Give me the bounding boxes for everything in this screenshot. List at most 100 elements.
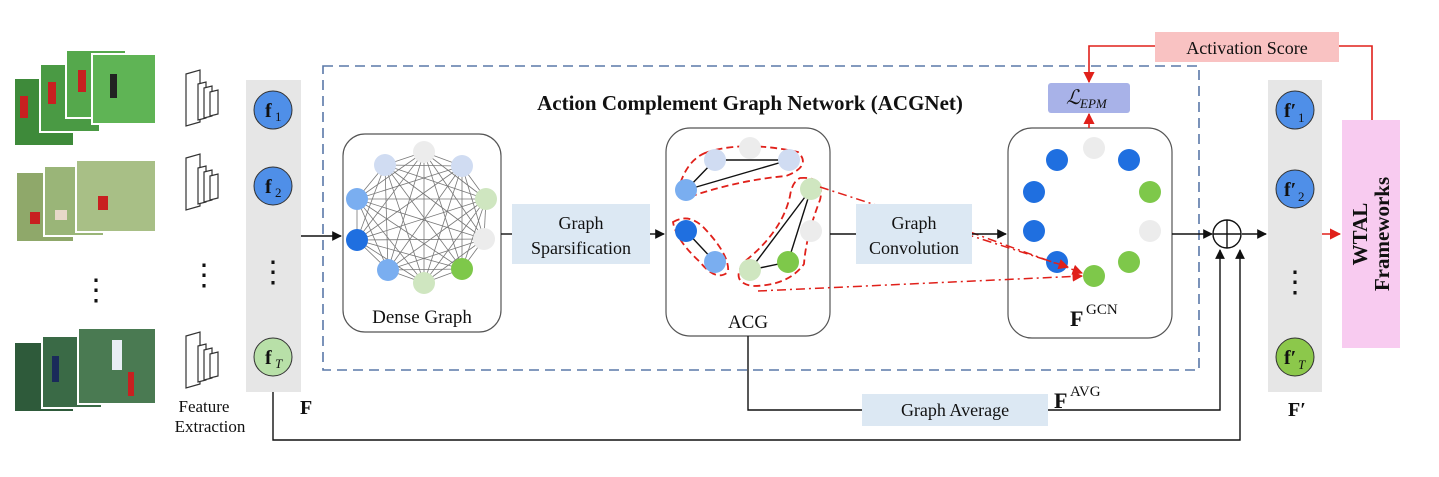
dense-edge — [461, 198, 487, 270]
epm-loss-box: ℒ EPM — [1048, 83, 1130, 113]
acg-node — [704, 149, 726, 171]
dense-graph-node — [451, 155, 473, 177]
input-feature-column: f 1 f 2 ⋮ f T — [246, 80, 301, 392]
gcn-node — [1023, 181, 1045, 203]
output-feature-node-1 — [1275, 90, 1315, 130]
input-feature-node-2 — [253, 166, 293, 206]
graph-sparsification-op: Graph Sparsification — [512, 204, 650, 264]
video-clip-1 — [13, 49, 157, 147]
acg-node — [800, 178, 822, 200]
acg-node — [675, 179, 697, 201]
dense-edge — [384, 164, 463, 270]
gcn-node — [1139, 220, 1161, 242]
acg-cluster-2 — [672, 217, 729, 277]
dense-edge — [384, 164, 487, 200]
gcn-node — [1083, 137, 1105, 159]
graph-average-op: Graph Average — [862, 394, 1048, 426]
dense-edge — [387, 165, 463, 271]
input-feature-ellipsis: ⋮ — [258, 256, 288, 289]
input-feature-T-label: f — [265, 347, 272, 369]
cnn-icon-2 — [185, 153, 219, 211]
output-feature-node-2 — [1275, 169, 1315, 209]
dense-edge — [356, 198, 485, 240]
dense-edge — [387, 268, 463, 271]
dense-edge — [423, 151, 463, 270]
loss-subscript: EPM — [1079, 96, 1108, 111]
dense-edge — [356, 198, 463, 270]
output-feature-ellipsis: ⋮ — [1280, 266, 1310, 299]
acg-panel: ACG — [665, 127, 831, 337]
favg-label: F — [1054, 388, 1067, 413]
output-feature-T-label: f′ — [1284, 347, 1296, 369]
acg-label: ACG — [728, 312, 768, 333]
gcn-node — [1139, 181, 1161, 203]
acg-node — [704, 251, 726, 273]
dense-graph-node — [475, 188, 497, 210]
gcn-node — [1046, 149, 1068, 171]
cnn-ellipsis: ⋮ — [189, 259, 219, 292]
gcn-node — [1118, 149, 1140, 171]
loss-symbol: ℒ — [1066, 87, 1081, 109]
input-feature-2-label: f — [265, 176, 272, 198]
wtal-label-line1: WTAL — [1348, 203, 1372, 266]
activation-score-label: Activation Score — [1186, 38, 1307, 58]
dense-edge — [356, 165, 463, 241]
acg-cluster-1 — [676, 145, 804, 199]
output-feature-column: f′ 1 f′ 2 ⋮ f′ T — [1268, 80, 1322, 392]
dense-edge — [384, 164, 485, 240]
cnn-icons: ⋮ — [185, 69, 219, 389]
dense-graph-node — [413, 141, 435, 163]
dense-graph-node — [413, 272, 435, 294]
dense-graph-panel: Dense Graph — [342, 133, 502, 333]
input-feature-node-1 — [253, 90, 293, 130]
graph-sparsification-line1: Graph — [559, 213, 604, 233]
dense-edge — [423, 198, 487, 284]
dense-edge — [356, 164, 386, 241]
gcn-flow-arrows — [757, 186, 1084, 292]
dense-edge — [356, 198, 425, 284]
dense-edge — [423, 165, 463, 284]
red-connectors — [1083, 45, 1373, 240]
fgcn-panel: F GCN — [1007, 127, 1173, 339]
gcn-node — [1083, 265, 1105, 287]
dense-edge — [423, 151, 485, 240]
favg-label-sup: AVG — [1070, 384, 1101, 400]
fgcn-label-sup: GCN — [1086, 302, 1118, 318]
dense-edge — [384, 164, 425, 284]
dense-graph-node — [346, 229, 368, 251]
fgcn-label: F — [1070, 306, 1083, 331]
gcn-node — [1046, 251, 1068, 273]
acg-node — [675, 220, 697, 242]
graph-sparsification-line2: Sparsification — [531, 238, 631, 258]
output-matrix-label: F′ — [1288, 399, 1306, 421]
video-ellipsis: ⋮ — [81, 274, 111, 307]
dense-graph-node — [377, 259, 399, 281]
wtal-frameworks-box: WTAL Frameworks — [1342, 120, 1400, 348]
activation-score-box: Activation Score — [1155, 32, 1339, 62]
dense-edge — [423, 238, 485, 284]
input-feature-node-T — [253, 337, 293, 377]
video-clip-3 — [13, 327, 157, 413]
acg-node — [777, 251, 799, 273]
video-frames: ⋮ — [13, 49, 157, 413]
feature-extraction-label-line2: Extraction — [175, 417, 246, 436]
input-feature-1-label: f — [265, 100, 272, 122]
output-feature-1-sub: 1 — [1298, 110, 1305, 125]
sum-node — [1212, 219, 1242, 249]
output-feature-1-label: f′ — [1284, 100, 1296, 122]
gcn-node — [1023, 220, 1045, 242]
dense-graph-label: Dense Graph — [372, 307, 472, 328]
dense-edge — [387, 198, 487, 271]
dense-edge — [356, 238, 485, 241]
output-feature-node-T — [1275, 337, 1315, 377]
dense-edge — [356, 165, 463, 200]
dense-graph-node — [346, 188, 368, 210]
dense-graph-nodes — [346, 141, 497, 294]
dense-graph-node — [473, 228, 495, 250]
dense-edge — [384, 164, 389, 271]
input-feature-T-sub: T — [275, 356, 283, 371]
input-feature-2-sub: 2 — [275, 185, 282, 200]
acg-cluster-3 — [737, 177, 822, 287]
input-feature-1-sub: 1 — [275, 109, 282, 124]
